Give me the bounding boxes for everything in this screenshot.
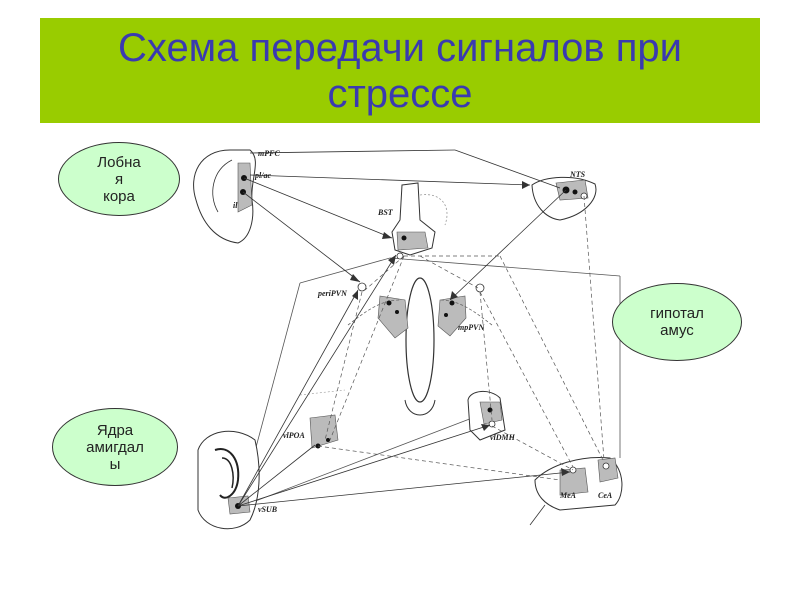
amygdala-section bbox=[529, 456, 623, 526]
label-vlpoa: vlPOA bbox=[283, 431, 305, 440]
nts-section bbox=[531, 176, 597, 221]
arrowheads bbox=[350, 181, 570, 476]
label-plac: pl/ac bbox=[254, 171, 271, 180]
vsub-section bbox=[197, 430, 260, 530]
pvn-section bbox=[347, 277, 493, 416]
title-banner: Схема передачи сигналов при стрессе bbox=[40, 18, 760, 123]
oval-frontal-cortex: Лобна я кора bbox=[58, 142, 180, 216]
solid-projections bbox=[237, 149, 571, 507]
label-cea: CeA bbox=[598, 491, 613, 500]
label-vsub: vSUB bbox=[258, 505, 278, 514]
oval-hypothalamus: гипотал амус bbox=[612, 283, 742, 361]
label-mea: MeA bbox=[559, 491, 577, 500]
label-mpfc: mPFC bbox=[258, 149, 280, 158]
label-peripvn: periPVN bbox=[317, 289, 348, 298]
vlpoa-section bbox=[299, 389, 346, 449]
mpfc-section bbox=[193, 149, 256, 244]
label-nts: NTS bbox=[569, 170, 586, 179]
bst-section bbox=[391, 182, 448, 260]
dashed-projections bbox=[317, 195, 605, 481]
oval-amygdala: Ядра амигдал ы bbox=[52, 408, 178, 486]
label-bst: BST bbox=[377, 208, 394, 217]
label-vldmh: vlDMH bbox=[490, 433, 516, 442]
page-title: Схема передачи сигналов при стрессе bbox=[118, 25, 682, 116]
label-mppvn: mpPVN bbox=[458, 323, 485, 332]
label-il: il bbox=[233, 201, 238, 210]
